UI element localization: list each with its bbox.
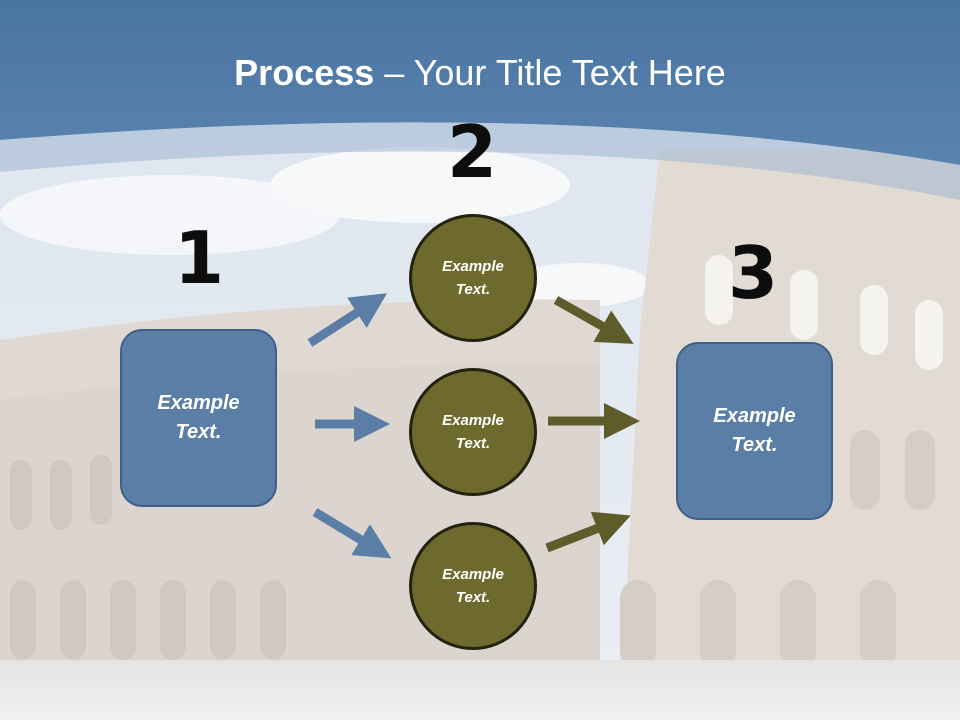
circle-2-line-1: Example xyxy=(442,411,504,429)
circle-3-line-1: Example xyxy=(442,565,504,583)
step-number-3: 3 xyxy=(727,231,779,315)
right-process-box: Example Text. xyxy=(676,342,833,520)
right-box-line-1: Example xyxy=(713,405,796,427)
title-bold-part: Process xyxy=(234,52,375,93)
circle-1-line-1: Example xyxy=(442,257,504,275)
left-box-line-1: Example xyxy=(157,392,240,414)
right-box-line-2: Text. xyxy=(731,434,778,456)
left-process-box: Example Text. xyxy=(120,329,277,507)
step-number-2: 2 xyxy=(446,110,498,194)
process-circle-1: Example Text. xyxy=(409,214,537,342)
process-circle-2: Example Text. xyxy=(409,368,537,496)
arrow-from-circle-1 xyxy=(553,296,634,344)
slide-title: Process – Your Title Text Here xyxy=(0,52,960,94)
circle-3-line-2: Text. xyxy=(455,589,491,606)
circle-2-line-2: Text. xyxy=(455,435,491,452)
process-circle-3: Example Text. xyxy=(409,522,537,650)
step-number-1: 1 xyxy=(173,216,225,300)
arrow-to-circle-3 xyxy=(312,508,392,559)
circle-1-line-2: Text. xyxy=(455,281,491,298)
arrow-to-circle-1 xyxy=(307,293,388,347)
left-box-line-2: Text. xyxy=(175,421,222,443)
title-rest-part: – Your Title Text Here xyxy=(374,52,726,93)
arrow-from-circle-3 xyxy=(545,511,631,553)
